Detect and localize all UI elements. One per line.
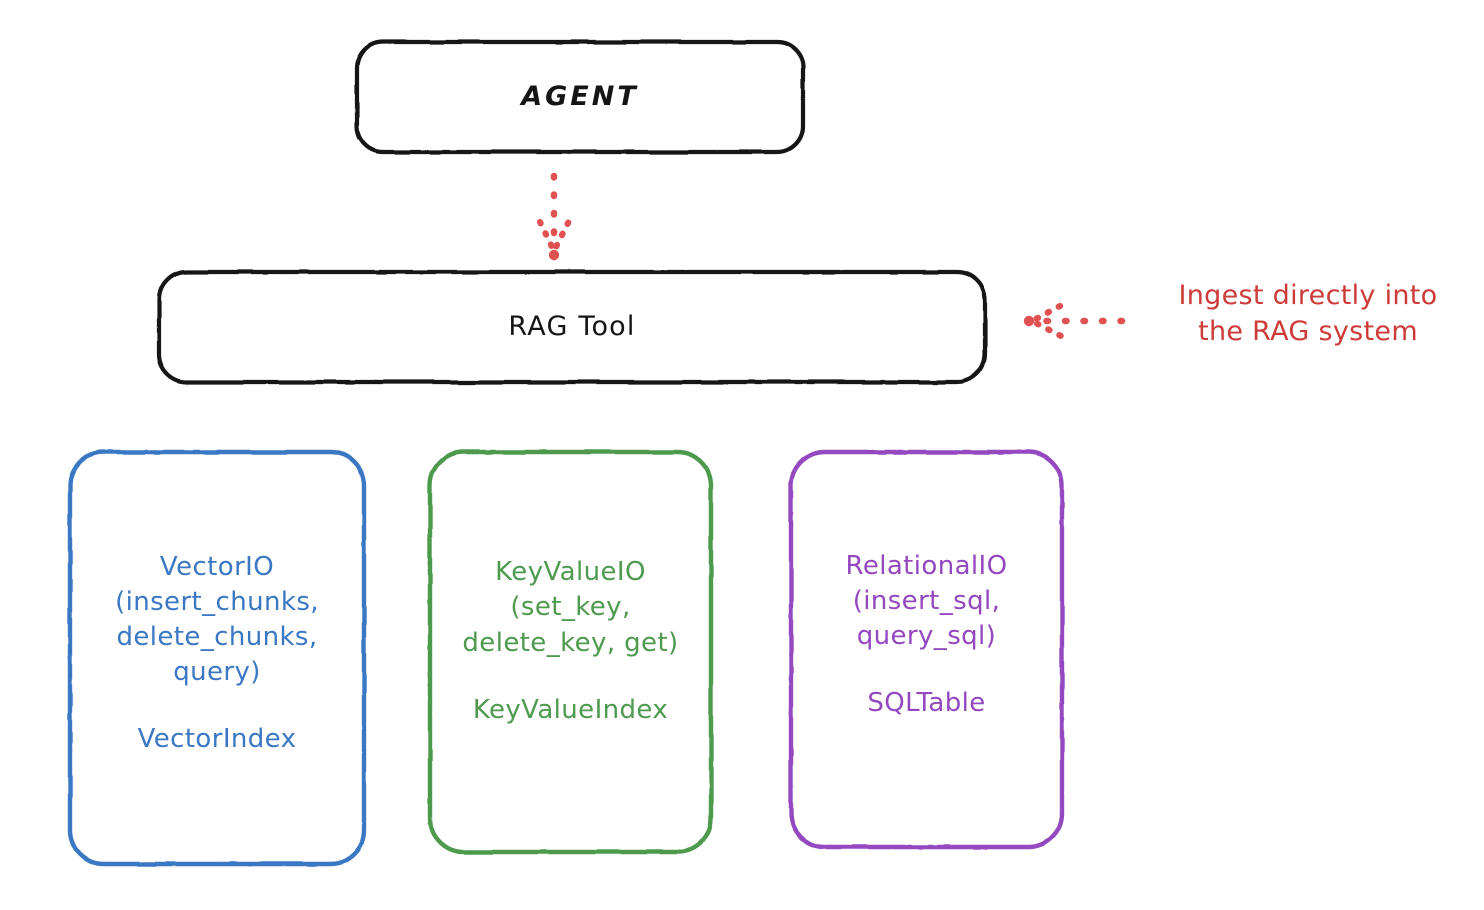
vector-io-box-outline (67, 449, 367, 867)
key-value-io-subtitle: KeyValueIndex (472, 694, 669, 725)
relational-io-subtitle: SQLTable (867, 688, 986, 719)
node-relational-io[interactable]: RelationalIO (insert_sql, query_sql) SQL… (789, 450, 1064, 849)
agent-to-rag-tool-connector (536, 172, 573, 261)
agent-box-outline (354, 39, 806, 155)
vector-io-title: VectorIO (insert_chunks, delete_chunks, … (115, 551, 319, 688)
ingest-arrow-connector (1023, 302, 1126, 340)
key-value-io-box-outline (427, 449, 714, 855)
rag-tool-label: RAG Tool (508, 310, 636, 342)
ingest-annotation-text: Ingest directly into the RAG system (1178, 280, 1438, 347)
relational-io-title: RelationalIO (insert_sql, query_sql) (845, 550, 1008, 652)
agent-label: AGENT (521, 80, 639, 112)
key-value-io-title: KeyValueIO (set_key, delete_key, get) (462, 557, 679, 658)
vector-io-subtitle: VectorIndex (137, 724, 297, 755)
node-vector-io[interactable]: VectorIO (insert_chunks, delete_chunks, … (68, 450, 366, 866)
node-agent[interactable]: AGENT (355, 40, 805, 154)
node-rag-tool[interactable]: RAG Tool (157, 270, 987, 384)
rag-tool-box-outline (156, 269, 988, 385)
node-key-value-io[interactable]: KeyValueIO (set_key, delete_key, get) Ke… (428, 450, 713, 854)
relational-io-box-outline (788, 449, 1065, 850)
